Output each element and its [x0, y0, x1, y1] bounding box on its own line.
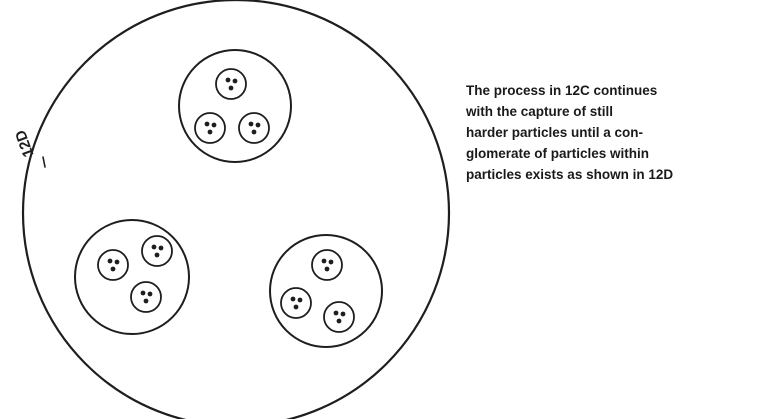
bottom-right-particle-1	[311, 249, 343, 281]
particle-dot	[147, 291, 153, 297]
particle-dot	[143, 298, 149, 304]
particle-dot	[293, 304, 299, 310]
group-circle-top	[178, 49, 292, 163]
particle-dot	[107, 258, 113, 264]
particle-dot	[110, 266, 116, 272]
particle-dot	[321, 258, 327, 264]
particle-circle	[311, 249, 343, 281]
particle-group-bottom-left	[74, 219, 190, 335]
particle-dot	[333, 310, 339, 316]
caption: The process in 12C continues with the cap…	[466, 80, 763, 185]
group-circle-bottom-right	[269, 234, 383, 348]
figure-label-tick	[42, 156, 46, 168]
particle-dot	[151, 244, 157, 250]
particle-dot	[211, 122, 217, 128]
particle-dot	[297, 297, 303, 303]
particle-dot	[154, 252, 160, 258]
particle-dot	[225, 77, 231, 83]
caption-line: particles exists as shown in 12D	[466, 167, 674, 182]
top-particle-1	[215, 68, 247, 100]
group-circle-bottom-left	[74, 219, 190, 335]
particle-circle	[194, 112, 226, 144]
particle-circle	[280, 287, 312, 319]
particle-circle	[238, 112, 270, 144]
particle-dot	[290, 296, 296, 302]
particle-dot	[324, 266, 330, 272]
particle-circle	[130, 281, 162, 313]
bottom-right-particle-2	[280, 287, 312, 319]
particle-dot	[158, 245, 164, 251]
particle-dot	[204, 121, 210, 127]
particle-dot	[251, 129, 257, 135]
particle-dot	[207, 129, 213, 135]
bottom-right-particle-3	[323, 301, 355, 333]
bottom-left-particle-2	[141, 235, 173, 267]
particle-dot	[114, 259, 120, 265]
particle-dot	[328, 259, 334, 265]
top-particle-3	[238, 112, 270, 144]
figure-label: 12D	[12, 128, 37, 160]
top-particle-2	[194, 112, 226, 144]
particle-circle	[323, 301, 355, 333]
particle-dot	[336, 318, 342, 324]
caption-line: harder particles until a con-	[466, 125, 644, 140]
particle-groups	[74, 49, 383, 348]
particle-dot	[232, 78, 238, 84]
particle-dot	[255, 122, 261, 128]
caption-line: with the capture of still	[466, 104, 614, 119]
particle-circle	[215, 68, 247, 100]
outer-circle	[21, 0, 451, 419]
particle-group-top	[178, 49, 292, 163]
particle-dot	[228, 85, 234, 91]
particle-dot	[140, 290, 146, 296]
particle-group-bottom-right	[269, 234, 383, 348]
bottom-left-particle-1	[97, 249, 129, 281]
particle-dot	[340, 311, 346, 317]
caption-line: glomerate of particles within	[466, 146, 650, 161]
particle-circle	[97, 249, 129, 281]
caption-line: The process in 12C continues	[466, 83, 658, 98]
particle-dot	[248, 121, 254, 127]
bottom-left-particle-3	[130, 281, 162, 313]
particle-circle	[141, 235, 173, 267]
